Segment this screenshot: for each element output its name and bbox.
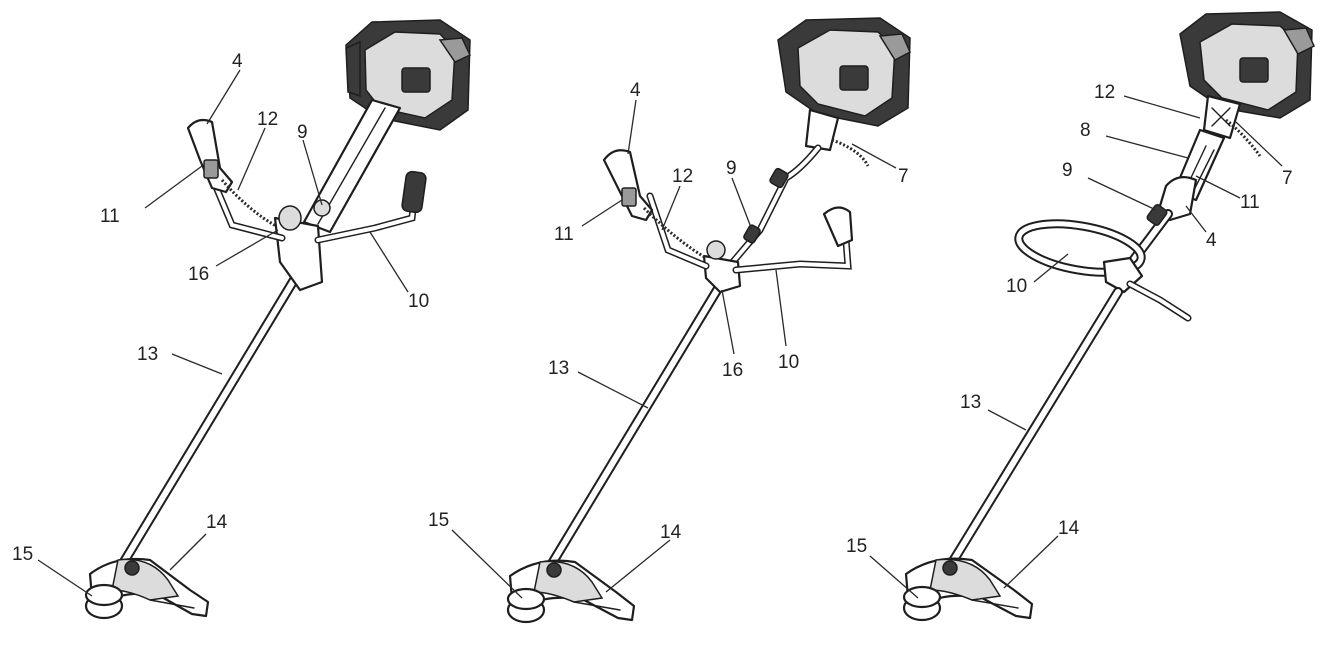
throttle-handle bbox=[602, 149, 654, 222]
callout-9: 9 bbox=[726, 158, 737, 179]
callout-15: 15 bbox=[12, 544, 33, 565]
callout-16: 16 bbox=[188, 264, 209, 285]
callout-4: 4 bbox=[232, 51, 243, 72]
callout-13: 13 bbox=[548, 358, 569, 379]
callout-13: 13 bbox=[960, 392, 981, 413]
callout-11: 11 bbox=[554, 224, 574, 245]
callout-11: 11 bbox=[1240, 192, 1260, 213]
loop-handle bbox=[1014, 219, 1192, 322]
callout-14: 14 bbox=[1058, 518, 1080, 539]
callout-10: 10 bbox=[1006, 276, 1027, 297]
figure-1-bike-handle-trimmer: 4 12 9 11 16 10 13 14 15 bbox=[12, 19, 471, 620]
trimmer-guard bbox=[508, 559, 636, 622]
callout-4: 4 bbox=[1206, 230, 1217, 251]
callout-15: 15 bbox=[846, 536, 867, 557]
callout-7: 7 bbox=[1282, 168, 1293, 189]
callout-13: 13 bbox=[137, 344, 158, 365]
callout-15: 15 bbox=[428, 510, 449, 531]
figure-2-bike-handle-trimmer: 4 12 9 7 11 16 10 13 14 15 bbox=[428, 17, 911, 624]
callout-7: 7 bbox=[898, 166, 909, 187]
callout-11: 11 bbox=[100, 206, 120, 227]
callout-10: 10 bbox=[408, 291, 429, 312]
grip-right bbox=[401, 170, 427, 214]
throttle-handle bbox=[186, 118, 234, 194]
callout-10: 10 bbox=[778, 352, 799, 373]
callout-16: 16 bbox=[722, 360, 743, 381]
handle-clamp bbox=[273, 216, 324, 292]
trimmer-head-spool bbox=[902, 585, 942, 622]
engine-unit bbox=[1179, 11, 1315, 119]
callout-8: 8 bbox=[1080, 120, 1091, 141]
callout-4: 4 bbox=[630, 80, 641, 101]
drive-coupling bbox=[1202, 94, 1242, 140]
callout-14: 14 bbox=[206, 512, 228, 533]
callout-14: 14 bbox=[660, 522, 682, 543]
callout-12: 12 bbox=[672, 166, 693, 187]
callout-9: 9 bbox=[297, 122, 308, 143]
callout-9: 9 bbox=[1062, 160, 1073, 181]
trimmer-guard bbox=[904, 557, 1034, 620]
drive-coupling bbox=[804, 108, 840, 152]
trimmer-head-spool bbox=[506, 587, 546, 624]
handle-clamp bbox=[702, 254, 742, 294]
trimmer-head-spool bbox=[84, 583, 124, 620]
callout-12: 12 bbox=[257, 109, 278, 130]
figure-3-loop-handle-trimmer: 12 8 9 7 11 4 10 13 14 15 bbox=[846, 11, 1315, 622]
engine-unit bbox=[777, 17, 911, 127]
trimmer-guard bbox=[88, 557, 210, 618]
grip-right bbox=[822, 206, 854, 248]
callout-12: 12 bbox=[1094, 82, 1115, 103]
